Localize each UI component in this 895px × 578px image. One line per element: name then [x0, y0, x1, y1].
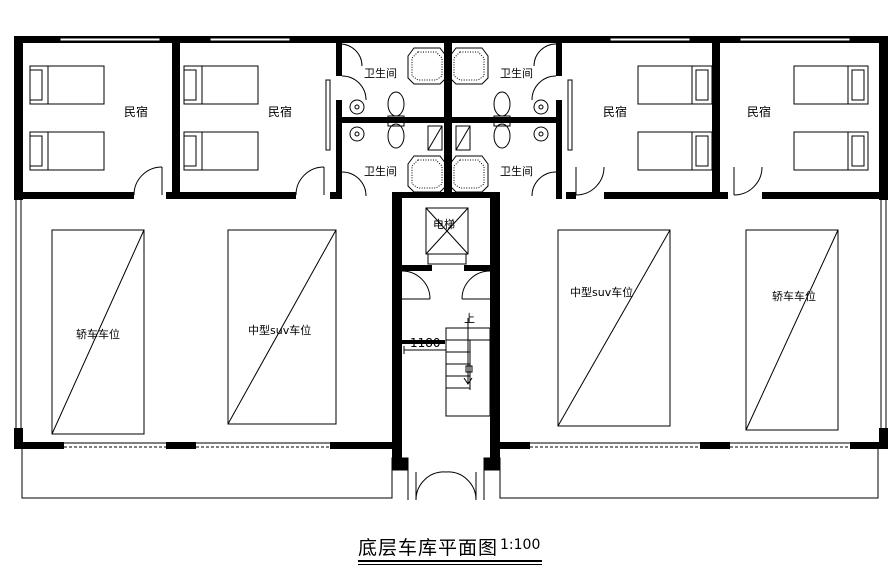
room-labels: 民宿 民宿 民宿 民宿 — [124, 104, 771, 119]
stair-labels: 上 1180 — [410, 312, 475, 350]
title-underline-thin — [358, 564, 542, 565]
parking-spaces — [51, 229, 839, 435]
side-windows — [15, 37, 887, 428]
bathroom-labels: 卫生间 卫生间 卫生间 卫生间 电梯 — [364, 66, 533, 231]
parking-label-2: 中型suv车位 — [248, 323, 311, 337]
room-label-bathroom-3: 卫生间 — [364, 164, 397, 178]
entrance-doors — [391, 457, 501, 501]
parking-labels: 轿车车位 中型suv车位 中型suv车位 轿车车位 — [76, 285, 816, 341]
drawing-title-block: 底层车库平面图 1:100 — [358, 533, 548, 567]
room-label-lodging-1: 民宿 — [124, 104, 148, 119]
parking-label-3: 中型suv车位 — [570, 285, 633, 299]
bathroom-windows — [325, 79, 573, 151]
room-label-bathroom-4: 卫生间 — [500, 164, 533, 178]
drawing-title: 底层车库平面图 — [358, 537, 499, 559]
room-label-lodging-4: 民宿 — [747, 104, 771, 119]
garage-front — [14, 442, 888, 499]
elevator-shaft — [425, 207, 469, 265]
bathroom-fixtures — [349, 47, 549, 193]
room-label-bathroom-1: 卫生间 — [364, 66, 397, 80]
interior-walls — [14, 36, 888, 462]
room-label-lodging-3: 民宿 — [603, 104, 627, 119]
drawing-scale: 1:100 — [500, 537, 541, 553]
room-label-lodging-2: 民宿 — [268, 104, 292, 119]
room-label-elevator: 电梯 — [433, 218, 455, 231]
stair-dimension: 1180 — [410, 336, 441, 350]
beds — [29, 65, 869, 171]
title-underline — [358, 560, 542, 562]
stair-up-label: 上 — [464, 312, 475, 325]
parking-label-1: 轿车车位 — [76, 327, 120, 341]
stair — [403, 318, 491, 417]
door-swings — [133, 43, 763, 300]
room-label-bathroom-2: 卫生间 — [500, 66, 533, 80]
parking-label-4: 轿车车位 — [772, 289, 816, 303]
